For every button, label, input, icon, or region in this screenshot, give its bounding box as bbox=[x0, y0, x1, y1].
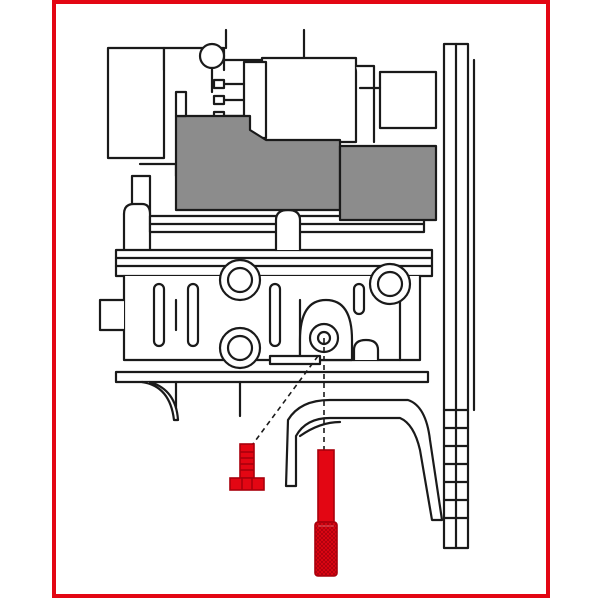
cylinder-head-gray bbox=[174, 90, 438, 222]
sensor-circle bbox=[198, 42, 226, 70]
idler-lower-inner bbox=[226, 334, 254, 362]
upper-block bbox=[260, 56, 358, 144]
head-block-left bbox=[174, 114, 342, 212]
red-frame bbox=[52, 0, 550, 598]
locking-pin-icon bbox=[314, 449, 338, 577]
sump-rail bbox=[114, 370, 430, 384]
left-housing bbox=[106, 46, 166, 160]
guide-lines bbox=[249, 338, 325, 452]
rail-ticks bbox=[442, 408, 470, 520]
bolt-icon bbox=[229, 443, 265, 491]
left-bracket bbox=[140, 380, 180, 422]
upper-right-block bbox=[378, 70, 438, 130]
skid-plate bbox=[284, 398, 444, 522]
engine-block-drawing bbox=[98, 28, 476, 550]
head-block-right bbox=[338, 144, 438, 222]
idler-right-inner bbox=[376, 270, 404, 298]
idler-left-inner bbox=[226, 266, 254, 294]
